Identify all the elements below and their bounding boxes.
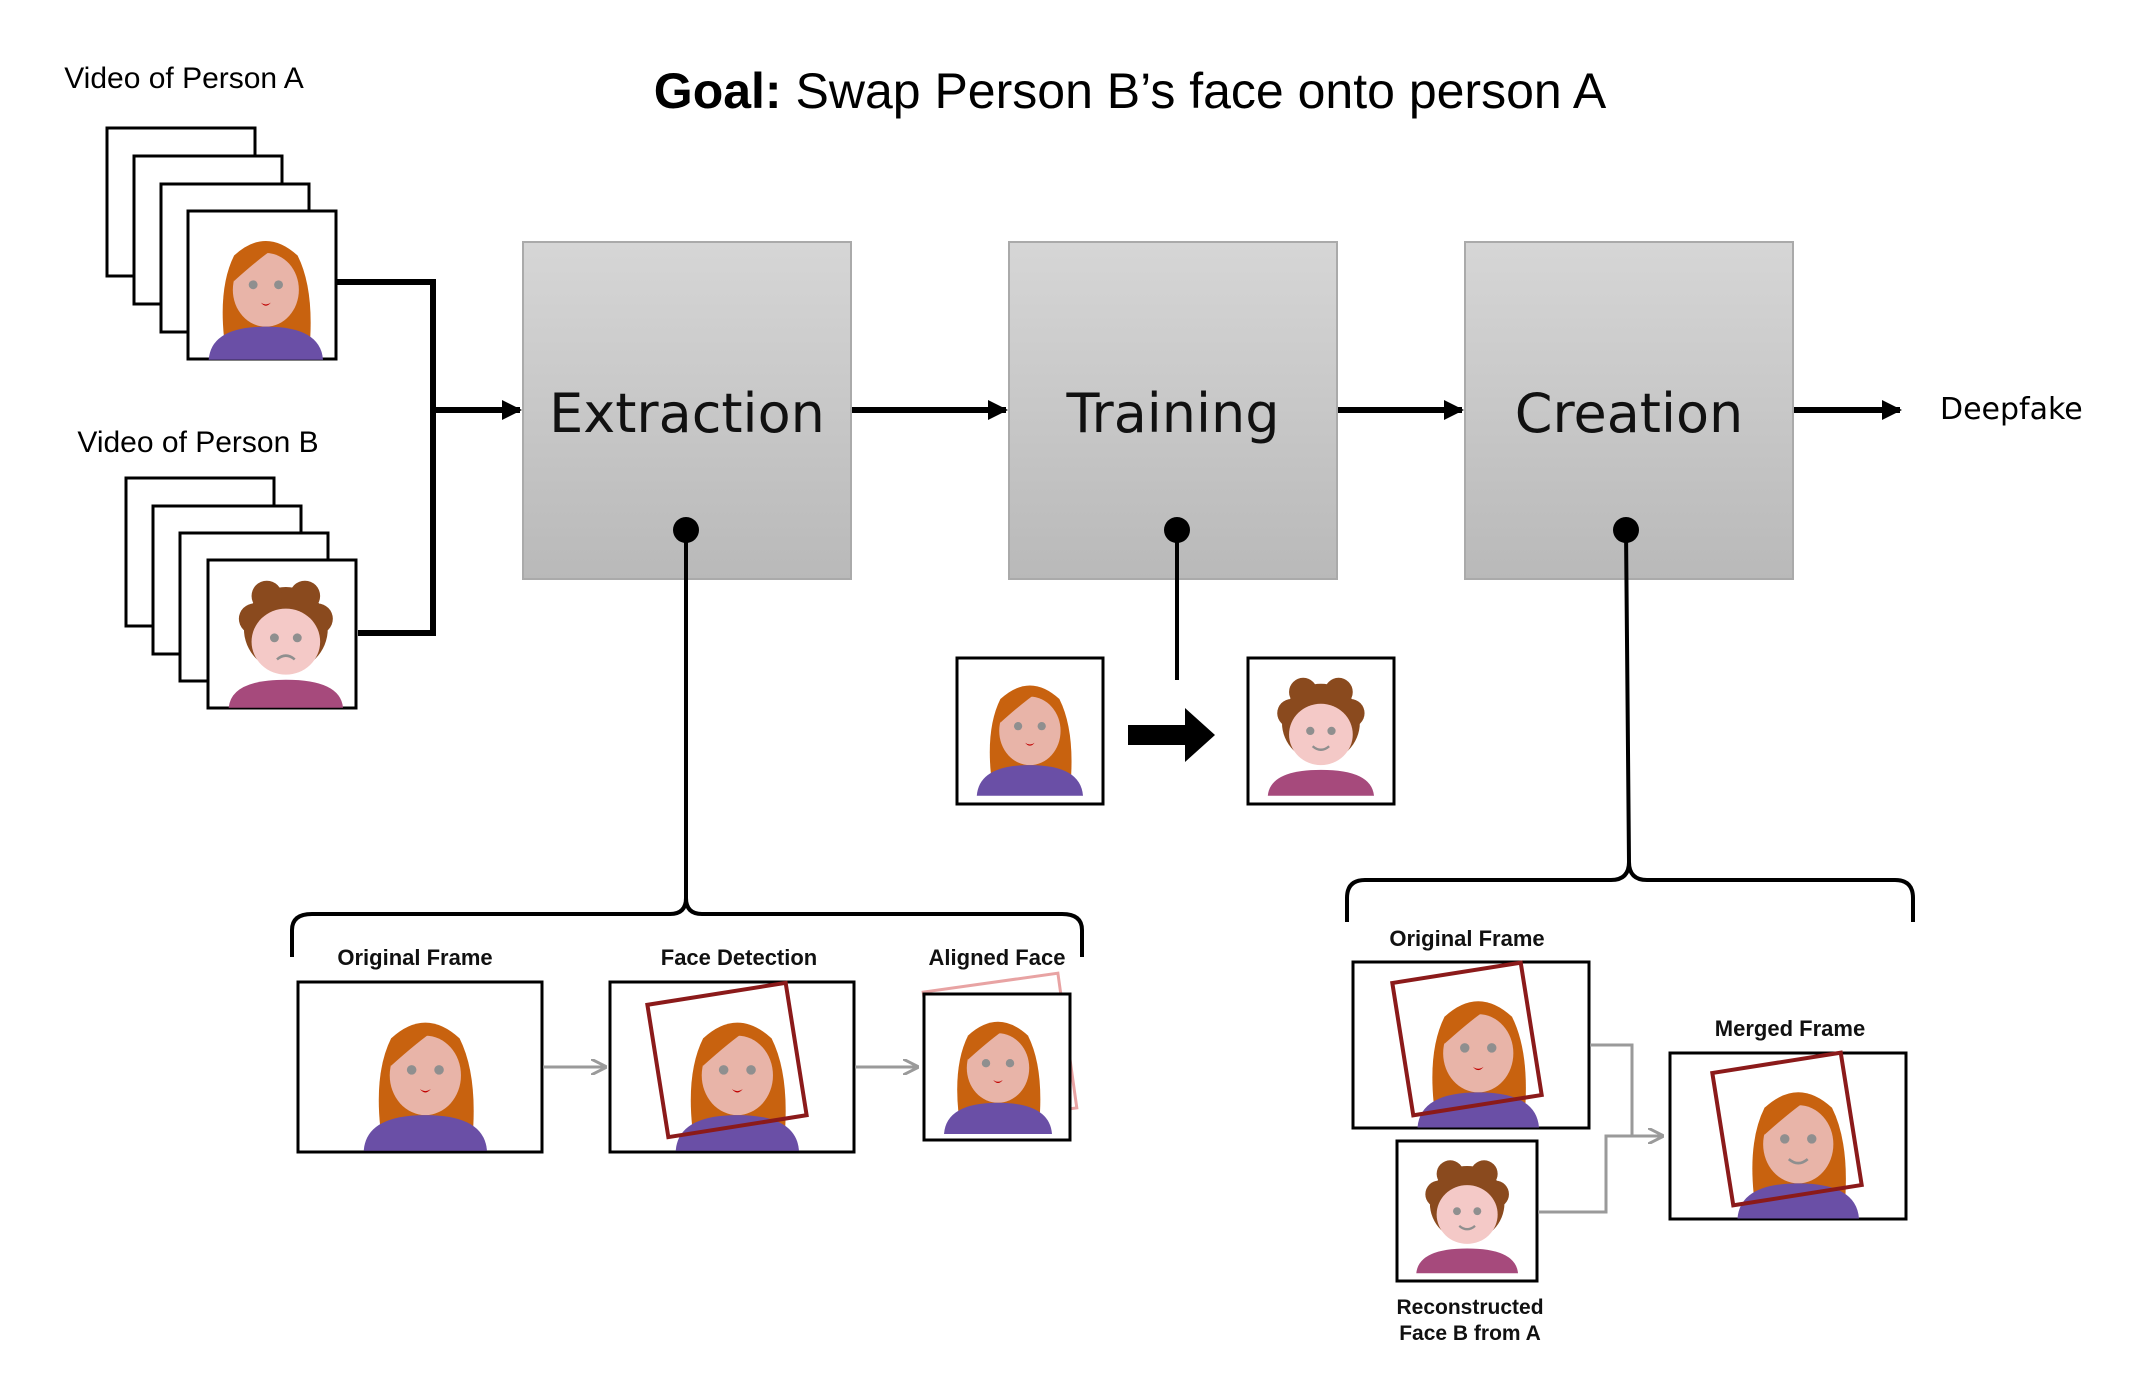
title-rest: Swap Person B’s face onto person A	[782, 63, 1607, 119]
creation-original-frame	[1351, 960, 1591, 1130]
merge-connector	[1538, 1043, 1662, 1214]
merged-detect-box	[1710, 1050, 1864, 1208]
creation-reconstructed-frame	[1395, 1139, 1539, 1283]
extraction-brace	[290, 530, 1084, 957]
training-arrow	[1128, 708, 1215, 762]
input-connector	[337, 279, 520, 636]
training-input-face-a	[955, 656, 1105, 806]
extraction-detection-label: Face Detection	[661, 945, 818, 970]
person-a-label: Video of Person A	[64, 62, 304, 95]
creation-original-label: Original Frame	[1389, 926, 1544, 951]
output-deepfake-label: Deepfake	[1940, 392, 2083, 427]
extraction-original-frame	[296, 980, 544, 1154]
creation-reconstructed-label-2: Face B from A	[1399, 1322, 1541, 1345]
creation-detect-box	[1390, 960, 1544, 1118]
creation-merged-frame	[1668, 1050, 1908, 1221]
extraction-aligned-frame	[921, 971, 1079, 1142]
creation-brace	[1345, 529, 1915, 922]
stage-creation: Creation	[1464, 241, 1794, 580]
training-output-face-b	[1246, 656, 1396, 806]
creation-merged-label: Merged Frame	[1715, 1016, 1865, 1041]
title-bold: Goal:	[654, 63, 782, 119]
stage-extraction: Extraction	[522, 241, 852, 580]
stage-training-label: Training	[1065, 382, 1279, 445]
person-b-label: Video of Person B	[77, 426, 318, 459]
person-b-video-stack	[124, 476, 358, 710]
creation-reconstructed-label-1: Reconstructed	[1396, 1296, 1543, 1319]
stage-extraction-label: Extraction	[549, 382, 825, 445]
extraction-original-label: Original Frame	[337, 945, 492, 970]
extraction-detection-frame	[608, 980, 856, 1154]
face-detection-box	[645, 980, 809, 1140]
extraction-aligned-label: Aligned Face	[929, 945, 1066, 970]
stage-creation-label: Creation	[1515, 382, 1743, 445]
person-a-video-stack	[105, 126, 338, 361]
diagram-title: Goal: Swap Person B’s face onto person A	[654, 63, 1607, 119]
stage-training: Training	[1008, 241, 1338, 580]
